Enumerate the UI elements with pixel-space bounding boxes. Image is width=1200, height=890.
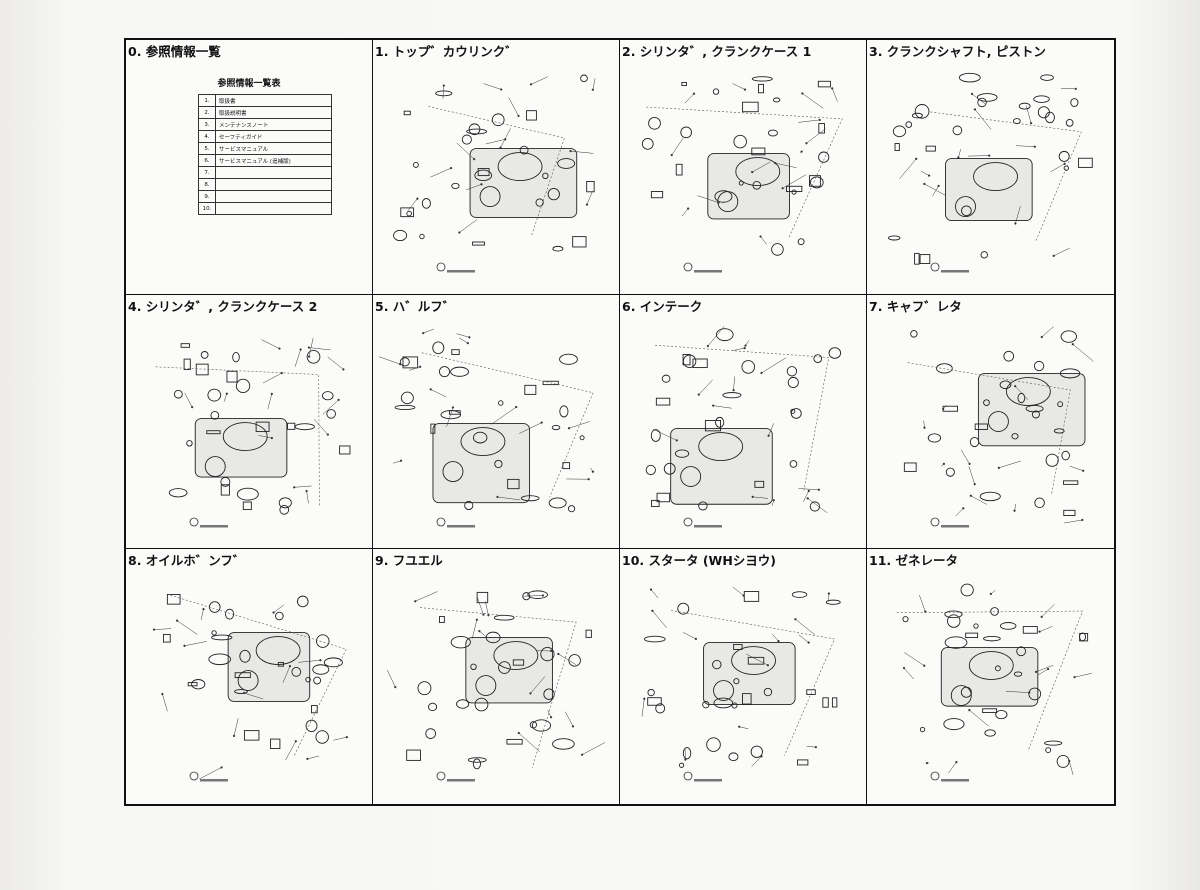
panel-1: 1. トップ゛カウリンク゛ bbox=[373, 40, 620, 295]
row-number: 4. bbox=[198, 130, 216, 143]
panel-10: 10. スタータ (WHシヨウ) bbox=[620, 549, 867, 804]
row-number: 1. bbox=[198, 94, 216, 107]
panel-title: 10. スタータ (WHシヨウ) bbox=[622, 553, 777, 569]
panel-5: 5. ハ゛ルフ゛ bbox=[373, 294, 620, 550]
row-text: サービスマニュアル (追補版) bbox=[215, 154, 332, 167]
panel-title: 4. シリンタ゛, クランクケース 2 bbox=[128, 298, 318, 314]
reference-table-row: 8. bbox=[198, 178, 332, 191]
panel-title: 1. トップ゛カウリンク゛ bbox=[375, 44, 518, 59]
cylinder-crankcase-2-diagram bbox=[155, 337, 351, 528]
intake-diagram bbox=[645, 325, 842, 528]
row-text: セーフティガイド bbox=[215, 130, 332, 143]
row-number: 7. bbox=[198, 166, 216, 179]
reference-table-title: 参照情報一覧表 bbox=[217, 79, 281, 89]
starter-diagram bbox=[641, 587, 841, 782]
generator-diagram bbox=[896, 583, 1092, 782]
reference-table-row: 1.取扱書 bbox=[198, 94, 332, 107]
panel-title: 0. 参照情報一覧 bbox=[128, 44, 221, 59]
panel-3: 3. クランクシャフト, ピストン bbox=[867, 40, 1114, 295]
panel-title: 8. オイルホ゛ンフ゛ bbox=[128, 553, 246, 569]
panel-title: 3. クランクシャフト, ピストン bbox=[869, 44, 1046, 59]
row-text bbox=[215, 166, 332, 179]
panel-2: 2. シリンタ゛, クランクケース 1 bbox=[620, 40, 867, 295]
row-text: サービスマニュアル bbox=[215, 142, 332, 155]
row-text bbox=[215, 178, 332, 191]
reference-table-row: 10. bbox=[198, 202, 332, 215]
reference-table-row: 4.セーフティガイド bbox=[198, 130, 332, 143]
crankshaft-piston-diagram bbox=[888, 72, 1093, 273]
row-number: 2. bbox=[198, 106, 216, 119]
row-number: 9. bbox=[198, 190, 216, 203]
row-number: 8. bbox=[198, 178, 216, 191]
row-number: 5. bbox=[198, 142, 216, 155]
row-text: 取扱説明書 bbox=[215, 106, 332, 119]
panel-8: 8. オイルホ゛ンフ゛ bbox=[126, 549, 373, 804]
row-text bbox=[215, 190, 332, 203]
panel-11: 11. ゼネレータ bbox=[867, 549, 1114, 804]
reference-table-row: 3.メンテナンスノート bbox=[198, 118, 332, 131]
oil-pump-diagram bbox=[152, 594, 348, 782]
reference-table-row: 9. bbox=[198, 190, 332, 203]
panel-title: 6. インテーク bbox=[622, 298, 703, 314]
panel-7: 7. キャフ゛レタ bbox=[867, 295, 1114, 550]
valve-diagram bbox=[379, 328, 595, 528]
row-text bbox=[215, 202, 332, 215]
panel-4: 4. シリンタ゛, クランクケース 2 bbox=[126, 294, 373, 550]
row-number: 6. bbox=[198, 154, 216, 167]
reference-table-row: 6.サービスマニュアル (追補版) bbox=[198, 154, 332, 167]
cowling-diagram bbox=[393, 74, 596, 273]
row-number: 10. bbox=[198, 202, 216, 215]
fuel-diagram bbox=[387, 590, 605, 782]
reference-table-row: 7. bbox=[198, 166, 332, 179]
panel-6: 6. インテーク bbox=[620, 294, 867, 550]
panel-title: 2. シリンタ゛, クランクケース 1 bbox=[622, 44, 812, 59]
row-text: 取扱書 bbox=[215, 94, 332, 107]
panel-title: 5. ハ゛ルフ゛ bbox=[375, 298, 456, 314]
carburetor-diagram bbox=[903, 326, 1094, 528]
row-number: 3. bbox=[198, 118, 216, 131]
panel-title: 9. フユエル bbox=[375, 553, 443, 569]
reference-table-row: 2.取扱説明書 bbox=[198, 106, 332, 119]
reference-table-row: 5.サービスマニュアル bbox=[198, 142, 332, 155]
row-text: メンテナンスノート bbox=[215, 118, 332, 131]
panel-title: 7. キャフ゛レタ bbox=[869, 298, 962, 314]
panel-title: 11. ゼネレータ bbox=[869, 553, 958, 569]
cylinder-crankcase-diagram bbox=[641, 76, 843, 273]
panel-9: 9. フユエル bbox=[373, 549, 620, 804]
